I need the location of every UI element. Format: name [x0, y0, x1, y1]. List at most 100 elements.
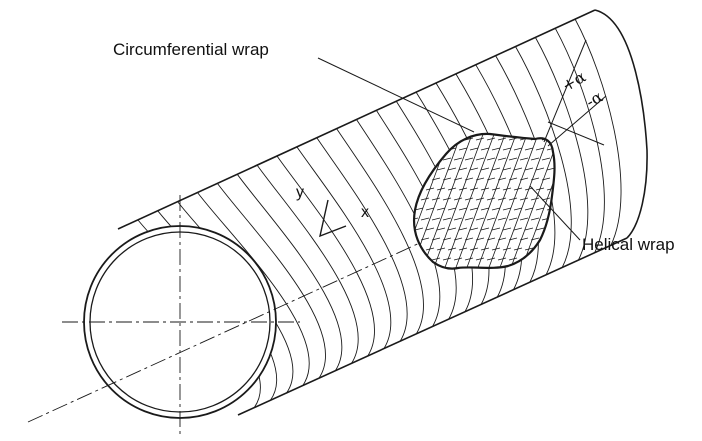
fiber-tick [491, 187, 501, 191]
fiber-tick [431, 157, 441, 161]
fiber-tick [535, 247, 545, 251]
fiber-tick [414, 267, 424, 269]
wrap-arc [217, 183, 326, 379]
fiber-tick [491, 247, 501, 251]
fiber-tick [508, 157, 518, 161]
fiber-tick [414, 137, 419, 141]
fiber-tick [414, 207, 424, 211]
fiber-tick [425, 147, 435, 151]
fiber-tick [508, 237, 518, 241]
axial-reference-line [547, 121, 605, 146]
fiber-tick [502, 207, 512, 211]
fiber-tick [524, 167, 534, 171]
fiber-tick [508, 197, 518, 201]
fiber-tick [464, 257, 474, 261]
fiber-tick [497, 217, 507, 221]
fiber-tick [464, 217, 474, 221]
y-axis-label: y [296, 184, 304, 201]
fiber-tick [480, 147, 490, 151]
fiber-tick [541, 157, 551, 161]
fiber-tick [552, 197, 555, 201]
fiber-tick [491, 147, 501, 151]
cutaway-patch [412, 132, 566, 270]
helical-leader [529, 185, 581, 241]
leader-lines [317, 57, 581, 241]
fiber-tick [524, 147, 534, 151]
fiber-tick [431, 137, 441, 141]
fiber-tick [420, 157, 430, 161]
wrap-arc [554, 28, 605, 253]
fiber-tick [558, 208, 566, 210]
fiber-tick [486, 137, 496, 141]
fiber-tick [475, 197, 485, 201]
helical-wrap-label: Helical wrap [582, 235, 675, 254]
fiber-tick [524, 247, 534, 251]
fiber-tick [486, 197, 496, 201]
fiber-tick [535, 227, 545, 231]
fiber-tick [486, 157, 496, 161]
angle-reference-lines [543, 39, 607, 147]
fiber-tick [453, 257, 463, 261]
fiber-tick [497, 137, 507, 141]
fiber-tick [502, 247, 512, 251]
fiber-tick [491, 227, 501, 231]
wrap-arc [236, 174, 343, 372]
fiber-tick [546, 227, 555, 231]
fiber-tick [480, 167, 490, 171]
fiber-tick [535, 187, 545, 191]
fiber-tick [453, 237, 463, 241]
fiber-tick [436, 207, 446, 211]
fiber-tick [447, 247, 457, 251]
fiber-tick [530, 257, 540, 261]
fiber-tick [475, 137, 485, 141]
fiber-tick [469, 167, 479, 171]
fiber-tick [502, 187, 512, 191]
wrap-arc [256, 164, 359, 364]
fiber-tick [414, 217, 419, 221]
fiber-tick [442, 157, 452, 161]
wrap-arc [296, 146, 392, 349]
fiber-hatch-pattern [414, 133, 566, 269]
cylinder-far-end [594, 9, 648, 239]
fiber-tick [502, 147, 512, 151]
fiber-tick [469, 207, 479, 211]
fiber-tick [530, 217, 540, 221]
fiber-tick [458, 167, 468, 171]
fiber-tick [535, 147, 545, 151]
fiber-tick [497, 157, 507, 161]
minus-alpha-label: -α [583, 87, 607, 112]
fiber-tick [480, 227, 490, 231]
fiber-tick [502, 167, 512, 171]
wrap-arc [336, 128, 424, 335]
fiber-tick [530, 237, 540, 241]
fiber-tick [552, 257, 555, 261]
fiber-tick [436, 167, 446, 171]
fiber-tick [469, 147, 479, 151]
fiber-tick [442, 217, 452, 221]
fiber-tick [541, 257, 551, 261]
fiber-tick [469, 187, 479, 191]
fiber-tick [558, 188, 566, 190]
fiber-tick [442, 177, 452, 181]
fiber-tick [513, 227, 523, 231]
fiber-tick [436, 247, 446, 251]
fiber-tick [513, 167, 523, 171]
circumferential-wrap-label: Circumferential wrap [113, 40, 269, 59]
wrap-arc [515, 46, 572, 268]
cutaway-outline [412, 132, 556, 270]
fiber-tick [431, 197, 441, 201]
fiber-tick [420, 217, 430, 221]
fiber-tick [480, 207, 490, 211]
fiber-tick [431, 177, 441, 181]
fiber-tick [420, 237, 430, 241]
fiber-tick [486, 217, 496, 221]
fiber-tick [464, 157, 474, 161]
fiber-tick [431, 237, 441, 241]
fiber-tick [447, 207, 457, 211]
fiber-tick [519, 217, 529, 221]
fiber-tick [513, 207, 523, 211]
fiber-tick [552, 237, 555, 241]
fiber-tick [425, 207, 435, 211]
fiber-tick [519, 177, 529, 181]
